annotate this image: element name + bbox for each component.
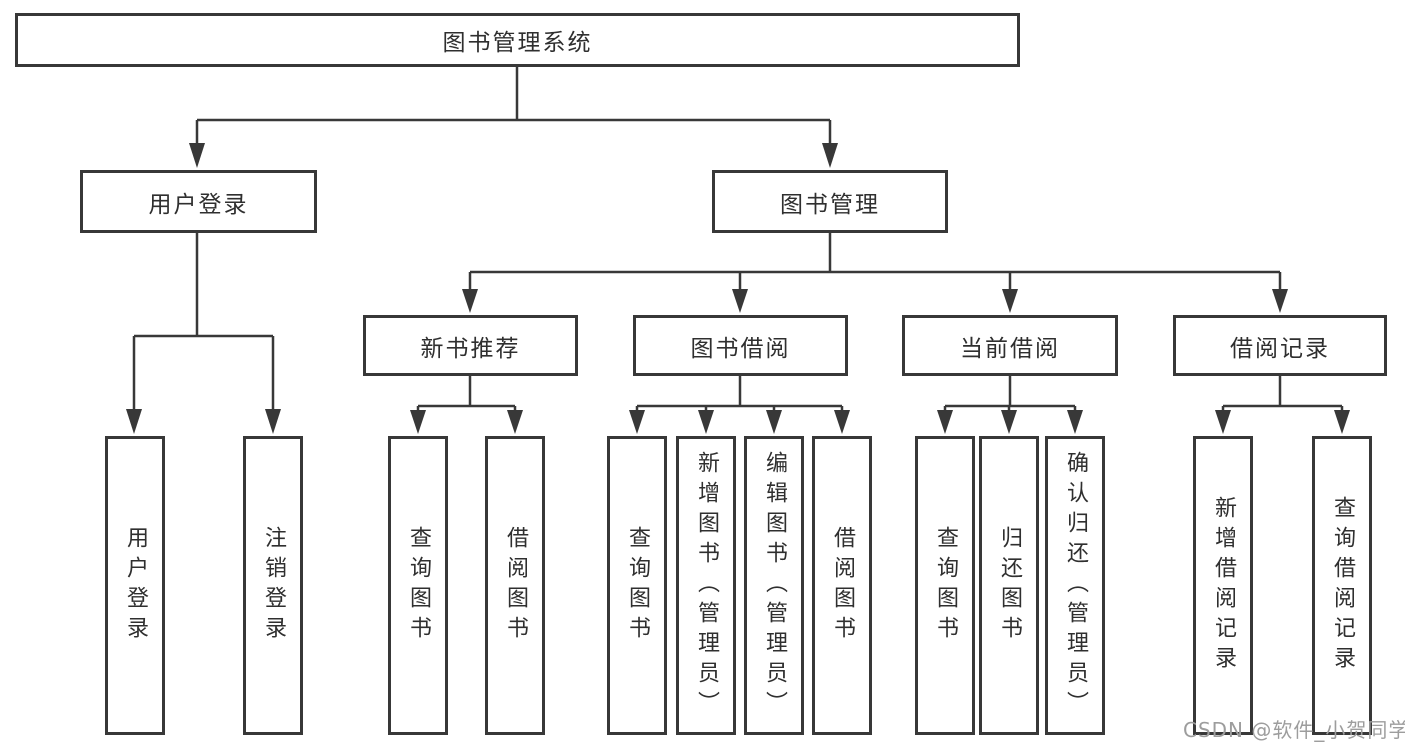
edge-borrow-records	[1221, 376, 1344, 413]
node-current-borrow: 当前借阅	[902, 315, 1118, 376]
edge-new-book-recommend	[416, 376, 517, 413]
node-book-borrow: 图书借阅	[633, 315, 848, 376]
leaf-add-books-admin: 新增图书（管理员）	[676, 436, 736, 735]
node-book-management: 图书管理	[712, 170, 948, 233]
node-borrow-records: 借阅记录	[1173, 315, 1387, 376]
leaf-borrow-books-recommend: 借阅图书	[485, 436, 545, 735]
node-new-book-recommend: 新书推荐	[363, 315, 578, 376]
leaf-return-books: 归还图书	[979, 436, 1039, 735]
node-root: 图书管理系统	[15, 13, 1020, 67]
leaf-query-borrow-record: 查询借阅记录	[1312, 436, 1372, 735]
arrow-icon	[265, 409, 281, 434]
watermark: CSDN @软件_小贺同学	[1183, 718, 1405, 742]
arrow-icon	[822, 143, 838, 168]
leaf-logout: 注销登录	[243, 436, 303, 735]
arrow-icon	[629, 410, 645, 434]
leaf-borrow-books: 借阅图书	[812, 436, 872, 735]
arrow-icon	[834, 410, 850, 434]
arrow-icon	[410, 410, 426, 434]
arrow-icon	[126, 409, 142, 434]
leaf-confirm-return-admin: 确认归还（管理员）	[1045, 436, 1105, 735]
arrow-icon	[507, 410, 523, 434]
arrow-icon	[1272, 289, 1288, 313]
edge-book-borrow	[635, 376, 844, 413]
edge-book-management	[468, 233, 1282, 290]
leaf-query-books-borrow: 查询图书	[607, 436, 667, 735]
arrow-icon	[1001, 410, 1017, 434]
connector-edges	[132, 67, 1344, 413]
edge-current-borrow	[943, 376, 1077, 413]
arrow-icon	[1215, 410, 1231, 434]
arrow-icon	[1334, 410, 1350, 434]
leaf-query-books-recommend: 查询图书	[388, 436, 448, 735]
leaf-add-borrow-record: 新增借阅记录	[1193, 436, 1253, 735]
arrow-icon	[937, 410, 953, 434]
arrow-icon	[1002, 289, 1018, 313]
arrow-icon	[766, 410, 782, 434]
arrow-icon	[732, 289, 748, 313]
arrow-icon	[462, 289, 478, 313]
edge-root	[195, 67, 832, 146]
arrow-icon	[1067, 410, 1083, 434]
arrow-icon	[189, 143, 205, 168]
leaf-user-login: 用户登录	[105, 436, 165, 735]
arrowheads	[126, 143, 1350, 434]
leaf-edit-books-admin: 编辑图书（管理员）	[744, 436, 804, 735]
edge-user-login	[132, 233, 275, 410]
node-user-login: 用户登录	[80, 170, 317, 233]
leaf-query-books-current: 查询图书	[915, 436, 975, 735]
arrow-icon	[698, 410, 714, 434]
